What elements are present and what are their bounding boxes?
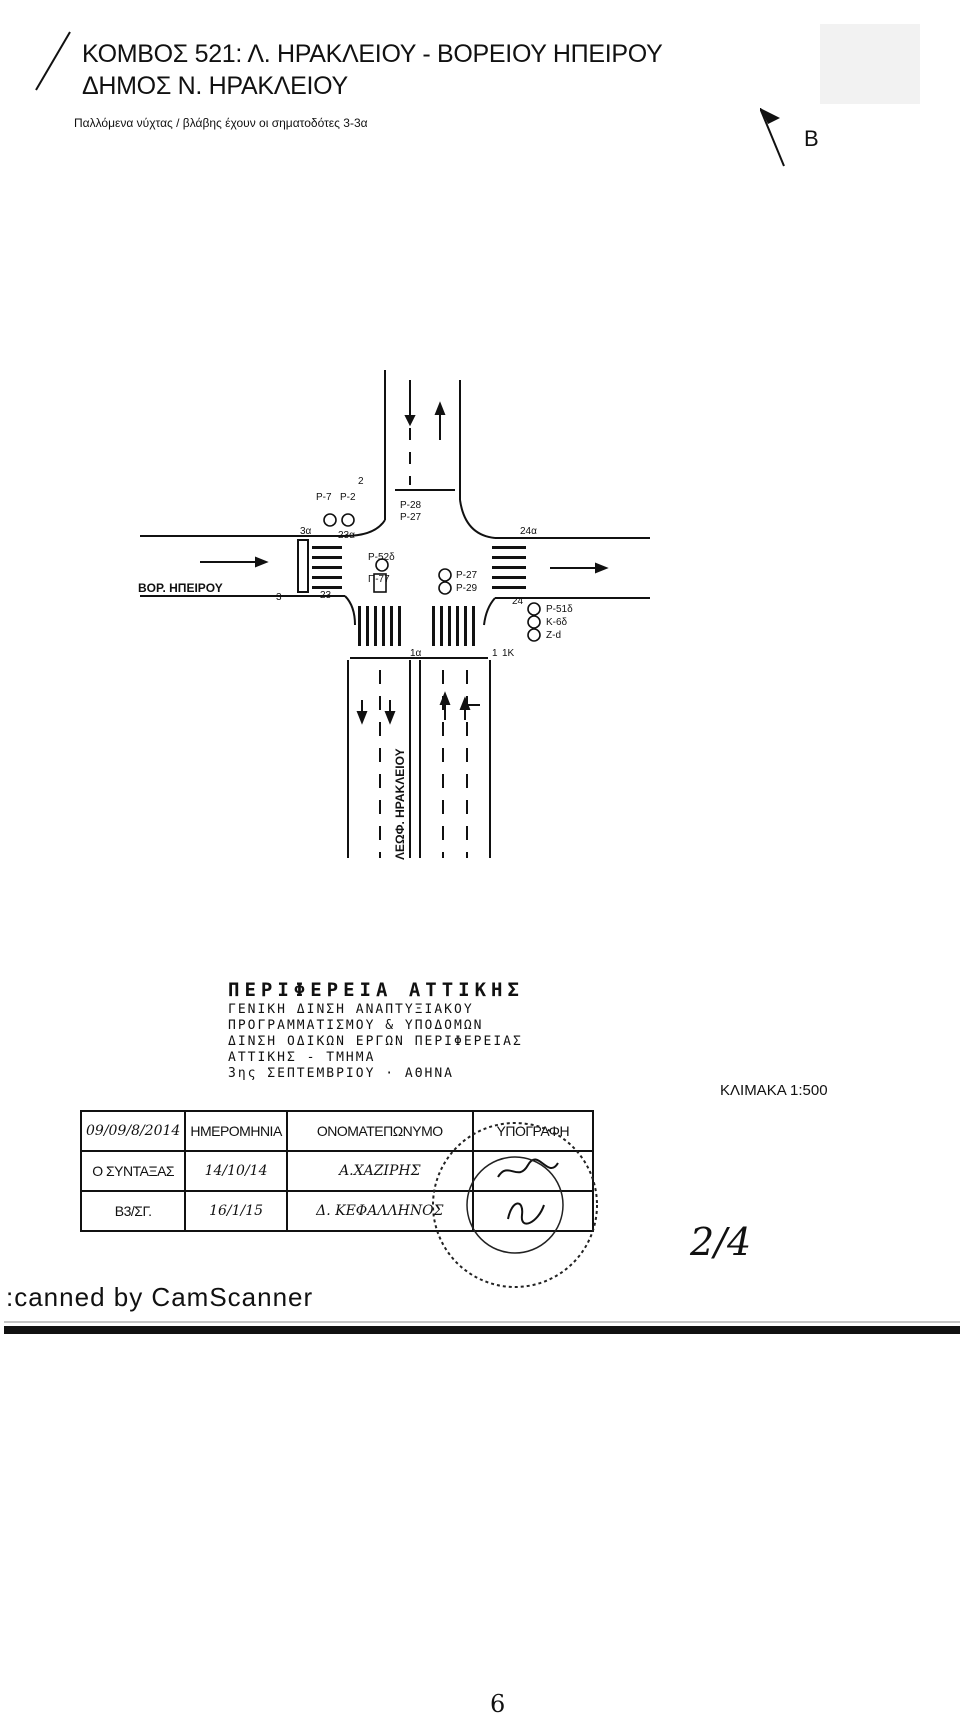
table-cell: ΟΝΟΜΑΤΕΠΩΝΥΜΟ	[285, 1110, 474, 1152]
svg-text:Ρ-28: Ρ-28	[400, 500, 422, 511]
municipality-title: ΔΗΜΟΣ Ν. ΗΡΑΚΛΕΙΟΥ	[82, 72, 348, 100]
svg-text:Ρ-52δ: Ρ-52δ	[368, 552, 395, 563]
north-label: Β	[804, 126, 819, 151]
svg-text:Κ-6δ: Κ-6δ	[546, 617, 568, 628]
table-row: Ο ΣΥΝΤΑΞΑΣ 14/10/14 Α.ΧΑΖΙΡΗΣ	[79, 1150, 594, 1192]
signature-cell	[471, 1190, 594, 1232]
street-west-label: ΒΟΡ. ΗΠΕΙΡΟΥ	[138, 581, 223, 595]
signature-icon	[496, 1157, 559, 1178]
north-arrow-icon	[760, 108, 785, 167]
table-cell: Α.ΧΑΖΙΡΗΣ	[285, 1150, 474, 1192]
table-cell: Δ. ΚΕΦΑΛΛΗΝΟΣ	[285, 1190, 474, 1232]
scale-label: ΚΛΙΜΑΚΑ 1:500	[720, 1082, 828, 1099]
signal-label: Ρ-7	[316, 492, 332, 503]
svg-text:1α: 1α	[410, 648, 422, 659]
intersection-plan: Ρ-7 Ρ-2 2 Ρ-28 Ρ-27 3α 23α 24α Ρ-52δ Π-7…	[138, 370, 650, 860]
round-seal-icon	[432, 1122, 598, 1288]
table-cell: Β3/ΣΓ.	[79, 1190, 187, 1232]
page-title: ΚΟΜΒΟΣ 521: Λ. ΗΡΑΚΛΕΙΟΥ - ΒΟΡΕΙΟΥ ΗΠΕΙΡ…	[82, 40, 663, 68]
signature-icon	[506, 1202, 545, 1225]
authority-stamp: ΠΕΡΙΦΕΡΕΙΑ ΑΤΤΙΚΗΣ ΓΕΝΙΚΗ ΔΙΝΣΗ ΑΝΑΠΤΥΞΙ…	[228, 979, 524, 1081]
svg-text:1: 1	[492, 648, 498, 659]
svg-text:Ρ-2: Ρ-2	[340, 492, 356, 503]
svg-text:Ρ-29: Ρ-29	[456, 583, 478, 594]
camscanner-watermark: :canned by CamScanner	[6, 1282, 314, 1312]
scan-artifacts	[4, 24, 960, 1334]
table-cell: ΗΜΕΡΟΜΗΝΙΑ	[184, 1110, 288, 1152]
page-fraction: 2/4	[690, 1220, 752, 1264]
svg-text:Ζ-d: Ζ-d	[546, 630, 561, 641]
table-cell: 14/10/14	[184, 1150, 288, 1192]
table-cell: ΥΠΟΓΡΑΦΗ	[471, 1110, 594, 1152]
table-cell: 16/1/15	[184, 1190, 288, 1232]
svg-text:24α: 24α	[520, 526, 537, 537]
street-south-label: ΛΕΩΦ. ΗΡΑΚΛΕΙΟΥ	[393, 748, 407, 860]
svg-text:24: 24	[512, 596, 524, 607]
signature-table: 09/09/8/2014 ΗΜΕΡΟΜΗΝΙΑ ΟΝΟΜΑΤΕΠΩΝΥΜΟ ΥΠ…	[79, 1110, 594, 1232]
svg-text:Ρ-27: Ρ-27	[400, 512, 422, 523]
table-cell: 09/09/8/2014	[79, 1110, 187, 1152]
svg-text:Ρ-51δ: Ρ-51δ	[546, 604, 573, 615]
table-header-row: 09/09/8/2014 ΗΜΕΡΟΜΗΝΙΑ ΟΝΟΜΑΤΕΠΩΝΥΜΟ ΥΠ…	[79, 1110, 594, 1152]
svg-text:Π-77: Π-77	[368, 574, 390, 585]
svg-text:3: 3	[276, 592, 282, 603]
svg-text:1Κ: 1Κ	[502, 648, 515, 659]
page-number: 6	[490, 1690, 506, 1718]
signature-cell	[471, 1150, 594, 1192]
svg-text:2: 2	[358, 476, 364, 487]
svg-text:3α: 3α	[300, 526, 312, 537]
svg-text:23: 23	[320, 590, 332, 601]
svg-text:Ρ-27: Ρ-27	[456, 570, 478, 581]
table-cell: Ο ΣΥΝΤΑΞΑΣ	[79, 1150, 187, 1192]
signal-note: Παλλόμενα νύχτας / βλάβης έχουν οι σηματ…	[74, 116, 368, 130]
table-row: Β3/ΣΓ. 16/1/15 Δ. ΚΕΦΑΛΛΗΝΟΣ	[79, 1190, 594, 1232]
svg-text:23α: 23α	[338, 530, 355, 541]
